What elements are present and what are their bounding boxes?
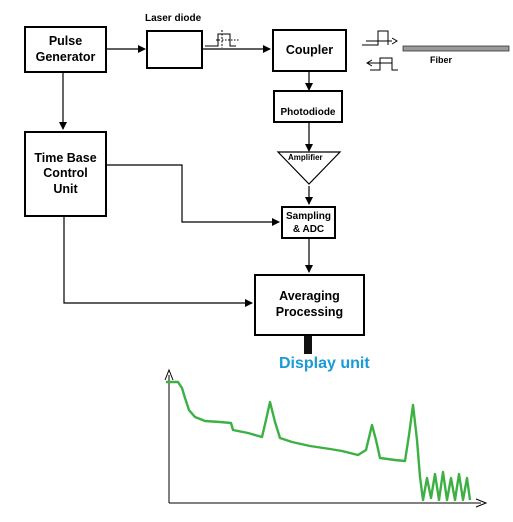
time-base-block: Time Base Control Unit <box>24 131 107 217</box>
laser-diode-label: Laser diode <box>145 13 202 24</box>
arrow-timebase-to-sampling <box>107 164 280 226</box>
time-base-label: Time Base Control Unit <box>34 150 97 196</box>
pulse-glyph-backward <box>366 57 398 71</box>
sampling-adc-label: Sampling & ADC <box>285 210 331 235</box>
pulse-glyph-forward <box>362 30 398 46</box>
display-unit-label: Display unit <box>279 355 370 372</box>
pulse-glyph-laser <box>205 30 240 48</box>
amplifier-label: Amplifier <box>288 153 323 162</box>
laser-diode-block <box>146 30 203 69</box>
fiber-label: Fiber <box>430 55 453 65</box>
display-connector-bar <box>304 336 312 354</box>
otdr-trace <box>166 380 472 502</box>
fiber-cable <box>402 45 510 52</box>
coupler-block: Coupler <box>272 29 347 72</box>
sampling-adc-block: Sampling & ADC <box>281 206 336 239</box>
averaging-processing-block: Averaging Processing <box>254 274 365 336</box>
arrow-timebase-to-averaging <box>63 217 253 307</box>
display-axes <box>164 368 488 508</box>
coupler-label: Coupler <box>285 42 334 57</box>
photodiode-block: Photodiode <box>273 90 343 123</box>
pulse-generator-block: Pulse Generator <box>24 26 107 73</box>
averaging-processing-label: Averaging Processing <box>275 289 344 319</box>
pulse-generator-label: Pulse Generator <box>35 33 96 64</box>
photodiode-label: Photodiode <box>280 106 336 118</box>
amplifier-triangle <box>276 151 342 185</box>
